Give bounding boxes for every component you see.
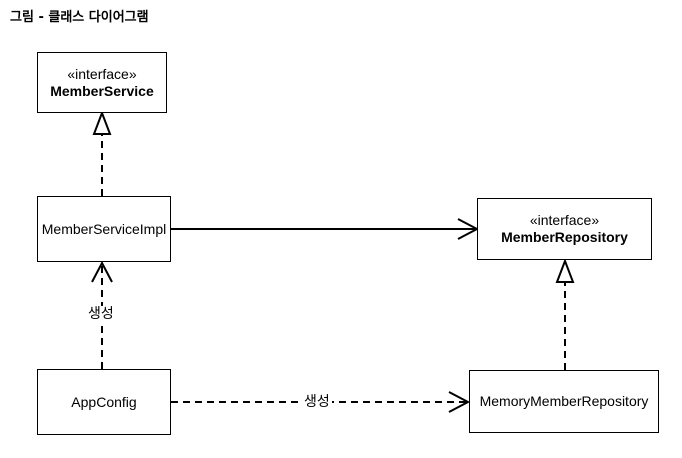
node-member-service[interactable]: «interface» MemberService — [37, 52, 167, 113]
node-app-config[interactable]: AppConfig — [37, 369, 171, 435]
class-name: MemberRepository — [501, 229, 628, 245]
stereotype-label: «interface» — [529, 212, 600, 228]
node-member-service-impl[interactable]: MemberServiceImpl — [37, 196, 171, 262]
edge-label-create: 생성 — [86, 306, 116, 323]
realization-arrowhead — [555, 258, 575, 283]
stereotype-label: «interface» — [67, 65, 137, 82]
edge-impl-to-repository — [171, 218, 480, 240]
edge-label-create: 생성 — [302, 394, 332, 411]
open-arrowhead — [91, 260, 113, 283]
realization-arrowhead — [92, 110, 112, 135]
node-member-repository[interactable]: «interface» MemberRepository — [477, 198, 652, 260]
class-name: MemoryMemberRepository — [479, 393, 649, 409]
edge-impl-to-service — [92, 110, 112, 196]
node-memory-member-repository[interactable]: MemoryMemberRepository — [469, 370, 659, 433]
open-arrowhead — [448, 391, 471, 413]
class-name: MemberServiceImpl — [41, 220, 167, 237]
edge-memory-to-repository — [555, 258, 575, 370]
class-name: MemberService — [50, 82, 154, 99]
class-name: AppConfig — [71, 393, 137, 410]
diagram-title: 그림 - 클래스 다이어그램 — [10, 10, 149, 25]
